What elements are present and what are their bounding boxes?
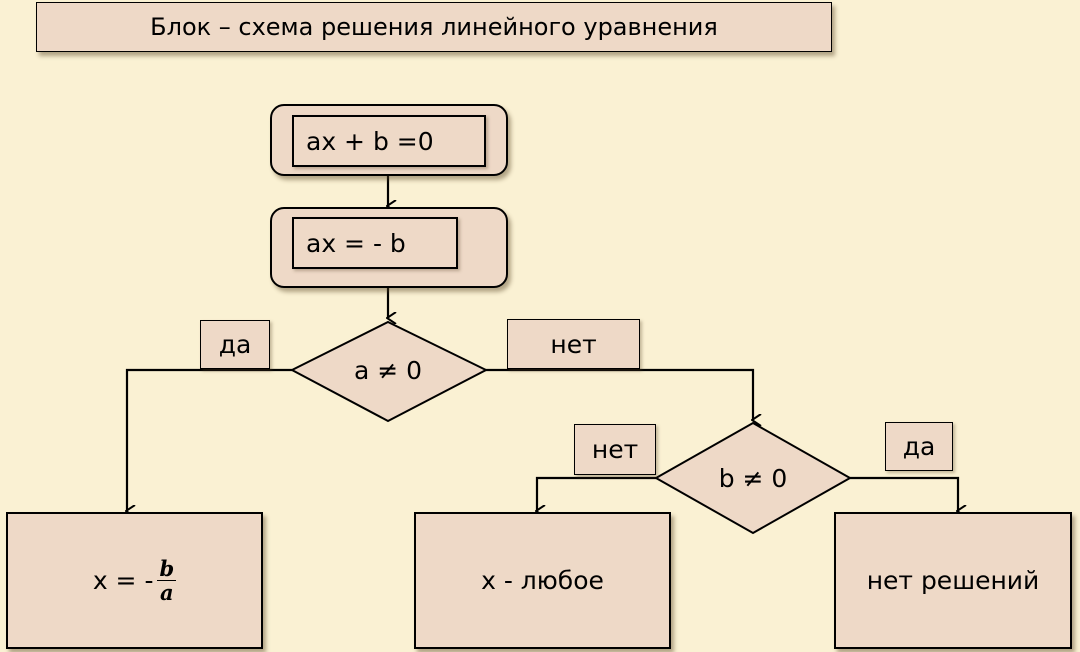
branch-label-a-yes: да <box>200 320 270 369</box>
result-no-solutions-block: нет решений <box>834 512 1072 649</box>
branch-label-a-no: нет <box>507 319 640 369</box>
decision-a-diamond <box>289 320 489 423</box>
page-title: Блок – схема решения линейного уравнения <box>36 2 832 52</box>
formula-denominator: a <box>160 580 174 605</box>
formula-numerator: b <box>157 556 177 581</box>
connector-decision-a-yes <box>127 368 292 511</box>
transform-text: ax = - b <box>292 217 458 269</box>
formula-fraction: b a <box>157 556 177 605</box>
decision-b-diamond <box>653 421 853 535</box>
decision-a-condition: a ≠ 0 <box>353 355 423 385</box>
connector-decision-b-yes <box>850 476 958 511</box>
equation-text: ax + b =0 <box>292 115 486 167</box>
branch-label-b-no: нет <box>574 424 656 475</box>
connector-decision-a-no <box>485 368 753 420</box>
result-any-x-block: x - любое <box>414 512 671 649</box>
connector-decision-b-no <box>537 476 656 511</box>
decision-b-condition: b ≠ 0 <box>718 463 788 493</box>
formula-prefix: x = - <box>92 566 154 595</box>
result-formula-block: x = - b a <box>6 512 263 649</box>
branch-label-b-yes: да <box>885 422 953 471</box>
